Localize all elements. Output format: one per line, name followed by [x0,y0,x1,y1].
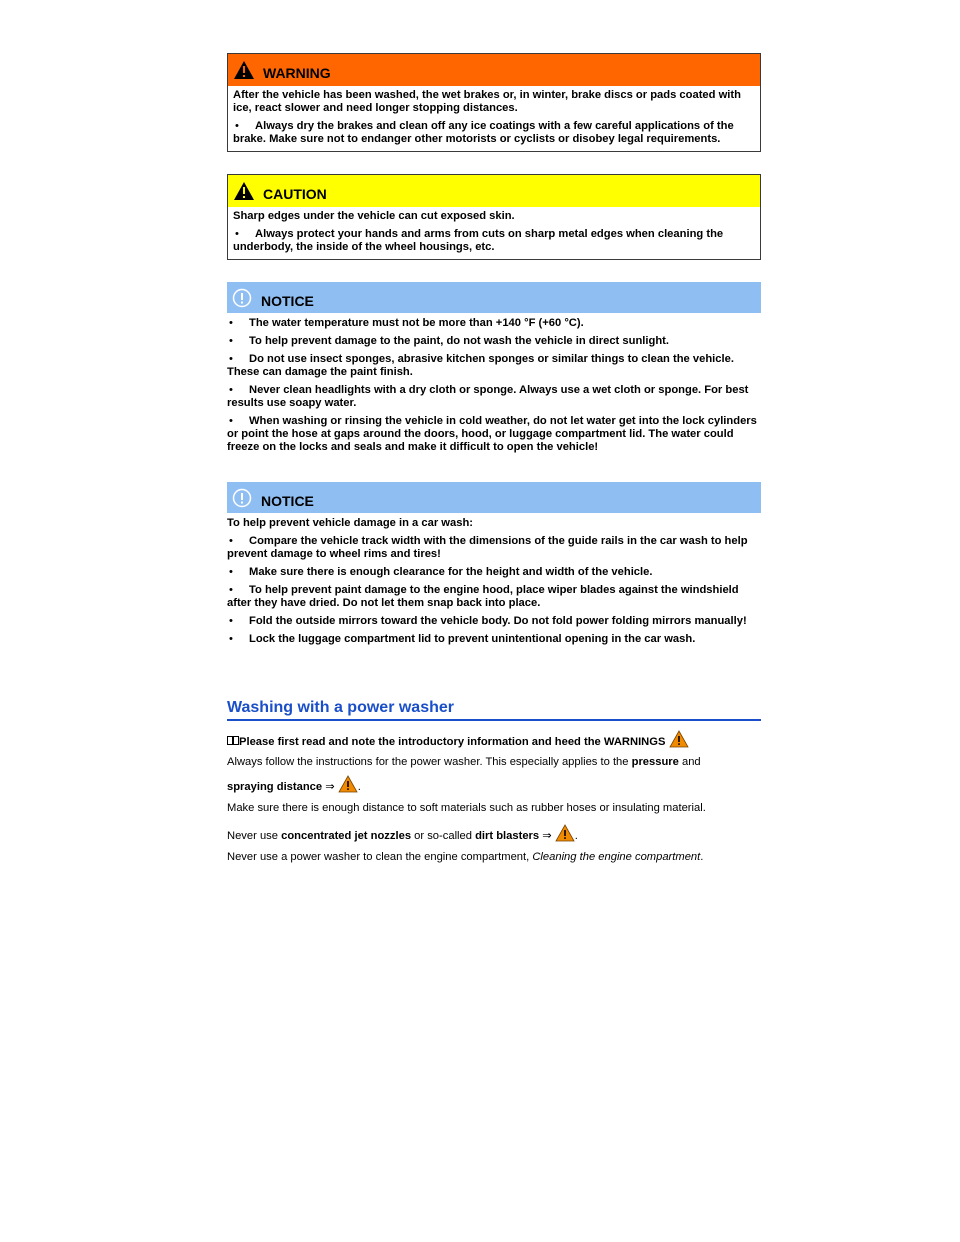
warning-triangle-icon [234,61,254,79]
notice-title: NOTICE [261,492,314,509]
notice-item: To help prevent damage to the paint, do … [227,335,761,348]
notice-item: Fold the outside mirrors toward the vehi… [227,615,761,628]
notice-item: To help prevent paint damage to the engi… [227,584,761,610]
caution-header: CAUTION [228,175,760,207]
section-title: Washing with a power washer [227,699,761,721]
paragraph-distance: spraying distance ⇒ . [227,775,761,794]
paragraph-pressure: Always follow the instructions for the p… [227,756,701,768]
exclamation-circle-icon [232,488,252,507]
warning-text: After the vehicle has been washed, the w… [233,89,741,114]
notice-item: Never clean headlights with a dry cloth … [227,384,761,410]
notice-block-1: NOTICE The water temperature must not be… [227,282,761,459]
warning-bullet: Always dry the brakes and clean off any … [233,120,755,146]
paragraph-soft-materials: Make sure there is enough distance to so… [227,802,706,814]
notice-item: Compare the vehicle track width with the… [227,535,761,561]
caution-box: CAUTION Sharp edges under the vehicle ca… [227,174,761,260]
notice-header: NOTICE [227,282,761,313]
caution-bullet: Always protect your hands and arms from … [233,228,755,254]
notice-item: Lock the luggage compartment lid to prev… [227,633,761,646]
notice-header: NOTICE [227,482,761,513]
caution-text: Sharp edges under the vehicle can cut ex… [233,210,515,222]
notice-item: When washing or rinsing the vehicle in c… [227,415,761,454]
notice-item: Do not use insect sponges, abrasive kitc… [227,353,761,379]
warning-triangle-icon [234,182,254,200]
warning-box: WARNING After the vehicle has been washe… [227,53,761,152]
cross-reference-link[interactable]: Cleaning the engine compartment [532,851,701,863]
notice-item: The water temperature must not be more t… [227,317,761,330]
paragraph-engine-compartment: Never use a power washer to clean the en… [227,851,704,863]
warning-triangle-icon[interactable] [668,730,689,748]
book-icon [227,736,239,745]
warning-title: WARNING [263,65,331,81]
intro-line: Please first read and note the introduct… [227,730,761,749]
warning-triangle-icon[interactable] [338,775,358,793]
notice-title: NOTICE [261,292,314,309]
warning-triangle-icon[interactable] [555,824,575,842]
caution-title: CAUTION [263,186,327,202]
paragraph-jet-nozzles: Never use concentrated jet nozzles or so… [227,824,761,843]
notice-item: Make sure there is enough clearance for … [227,566,761,579]
notice-block-2: NOTICE To help prevent vehicle damage in… [227,482,761,651]
notice-intro: To help prevent vehicle damage in a car … [227,517,473,529]
warning-header: WARNING [228,54,760,86]
section-body: Please first read and note the introduct… [227,730,761,864]
exclamation-circle-icon [232,288,252,307]
